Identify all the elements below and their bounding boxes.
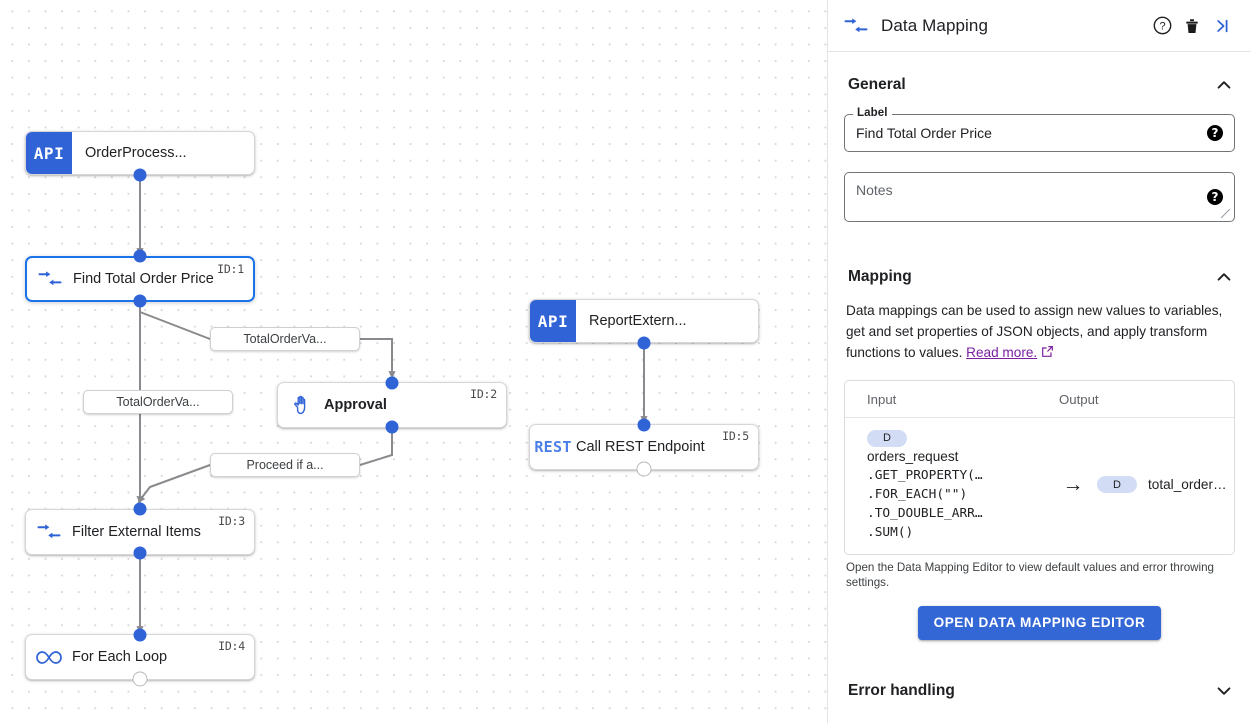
- infinity-icon: [26, 650, 72, 665]
- mapping-output-cell: D total_order…: [1097, 476, 1234, 494]
- open-data-mapping-editor-button[interactable]: OPEN DATA MAPPING EDITOR: [917, 605, 1162, 640]
- mapping-table-header: Input Output: [845, 381, 1234, 418]
- node-label: Approval: [324, 397, 387, 413]
- properties-panel: Data Mapping ?: [828, 0, 1251, 723]
- chevron-up-icon[interactable]: [1213, 266, 1235, 288]
- general-section-header[interactable]: General: [842, 52, 1237, 106]
- column-header-input: Input: [867, 391, 897, 407]
- edge-label-text: TotalOrderVa...: [116, 395, 200, 409]
- workflow-canvas[interactable]: API OrderProcess... Find Total Order Pri…: [0, 0, 828, 723]
- svg-text:?: ?: [1159, 21, 1165, 33]
- output-variable-name: total_order…: [1148, 477, 1227, 493]
- read-more-link[interactable]: Read more.: [966, 345, 1038, 360]
- general-section-title: General: [848, 76, 906, 93]
- mapping-description: Data mappings can be used to assign new …: [842, 298, 1237, 364]
- open-editor-button-wrap: OPEN DATA MAPPING EDITOR: [842, 590, 1237, 658]
- column-header-output: Output: [1059, 391, 1099, 407]
- collapse-panel-icon[interactable]: [1207, 11, 1237, 41]
- node-id-badge: ID:4: [218, 639, 245, 653]
- input-type-chip: D: [867, 429, 907, 447]
- edge-label-text: TotalOrderVa...: [243, 332, 327, 346]
- input-transform-line: .SUM(): [867, 524, 914, 540]
- node-port-in[interactable]: [133, 628, 147, 642]
- node-id-badge: ID:2: [470, 387, 497, 401]
- delete-icon[interactable]: [1177, 11, 1207, 41]
- node-approval[interactable]: Approval ID:2: [277, 382, 507, 428]
- notes-field-placeholder: Notes: [856, 182, 893, 198]
- page-title: Data Mapping: [881, 15, 989, 35]
- node-port-out[interactable]: [133, 546, 147, 560]
- error-handling-section: Error handling: [828, 658, 1251, 723]
- mapping-description-text: Data mappings can be used to assign new …: [846, 303, 1223, 360]
- mapping-table: Input Output D orders_request .GET_PROPE…: [844, 380, 1235, 555]
- node-label: Call REST Endpoint: [576, 439, 705, 455]
- node-port-in[interactable]: [637, 418, 651, 432]
- api-badge: API: [26, 132, 72, 174]
- node-port-out[interactable]: [385, 420, 399, 434]
- hand-icon: [278, 395, 324, 416]
- node-port-out[interactable]: [636, 461, 652, 477]
- node-reportextern[interactable]: API ReportExtern...: [529, 299, 759, 343]
- mapping-section-title: Mapping: [848, 268, 912, 285]
- node-orderprocess[interactable]: API OrderProcess...: [25, 131, 255, 175]
- mapping-hint: Open the Data Mapping Editor to view def…: [846, 560, 1214, 589]
- error-handling-section-header[interactable]: Error handling: [842, 658, 1237, 723]
- node-for-each-loop[interactable]: For Each Loop ID:4: [25, 634, 255, 680]
- node-port-out[interactable]: [133, 168, 147, 182]
- edge-label-totalordervalue-1[interactable]: TotalOrderVa...: [210, 327, 360, 351]
- edge-label-proceed-if[interactable]: Proceed if a...: [210, 453, 360, 477]
- node-label: For Each Loop: [72, 649, 168, 665]
- panel-header: Data Mapping ?: [828, 0, 1251, 52]
- node-id-badge: ID:3: [218, 514, 245, 528]
- notes-field[interactable]: Notes ?: [844, 172, 1235, 222]
- help-icon[interactable]: ?: [1147, 11, 1177, 41]
- notes-field-help-icon[interactable]: ?: [1207, 189, 1223, 205]
- chevron-up-icon[interactable]: [1213, 74, 1235, 96]
- edge-layer: [136, 175, 648, 634]
- data-mapping-icon: [26, 524, 72, 540]
- node-label: OrderProcess...: [85, 145, 187, 161]
- mapping-arrow-icon: →: [1062, 472, 1084, 496]
- label-field-help-icon[interactable]: ?: [1207, 125, 1223, 141]
- rest-icon: REST: [534, 438, 572, 456]
- table-row[interactable]: D orders_request .GET_PROPERTY(… .FOR_EA…: [845, 418, 1234, 554]
- error-handling-section-title: Error handling: [848, 681, 955, 699]
- node-label: Find Total Order Price: [73, 271, 214, 287]
- input-transform-line: .FOR_EACH(""): [867, 486, 968, 502]
- output-type-chip: D: [1097, 476, 1137, 494]
- notes-resize-handle[interactable]: [1221, 209, 1230, 218]
- label-field-value: Find Total Order Price: [856, 125, 992, 141]
- chevron-down-icon[interactable]: [1213, 680, 1235, 702]
- node-id-badge: ID:1: [217, 262, 244, 276]
- node-port-in[interactable]: [133, 249, 147, 263]
- node-label: ReportExtern...: [589, 313, 687, 329]
- node-id-badge: ID:5: [722, 429, 749, 443]
- edge-label-text: Proceed if a...: [246, 458, 324, 472]
- label-field-legend: Label: [853, 107, 892, 119]
- general-section: General Label Find Total Order Price ? N…: [828, 52, 1251, 222]
- input-variable-name: orders_request: [867, 448, 959, 464]
- mapping-section-header[interactable]: Mapping: [842, 244, 1237, 298]
- external-link-icon[interactable]: [1041, 343, 1054, 364]
- node-port-out[interactable]: [637, 336, 651, 350]
- mapping-input-cell: D orders_request .GET_PROPERTY(… .FOR_EA…: [845, 428, 1049, 542]
- api-badge: API: [530, 300, 576, 342]
- edge-label-totalordervalue-2[interactable]: TotalOrderVa...: [83, 390, 233, 414]
- node-port-in[interactable]: [133, 502, 147, 516]
- node-label: Filter External Items: [72, 524, 201, 540]
- label-field[interactable]: Label Find Total Order Price ?: [844, 107, 1235, 152]
- node-port-in[interactable]: [385, 376, 399, 390]
- node-port-out[interactable]: [133, 294, 147, 308]
- canvas-panel-divider: [827, 0, 828, 723]
- input-transform-line: .GET_PROPERTY(…: [867, 467, 983, 483]
- input-transform-line: .TO_DOUBLE_ARR…: [867, 505, 983, 521]
- node-port-out[interactable]: [132, 671, 148, 687]
- data-mapping-icon: [842, 17, 870, 34]
- data-mapping-icon: [27, 271, 73, 287]
- node-filter-external-items[interactable]: Filter External Items ID:3: [25, 509, 255, 555]
- mapping-section: Mapping Data mappings can be used to ass…: [828, 244, 1251, 658]
